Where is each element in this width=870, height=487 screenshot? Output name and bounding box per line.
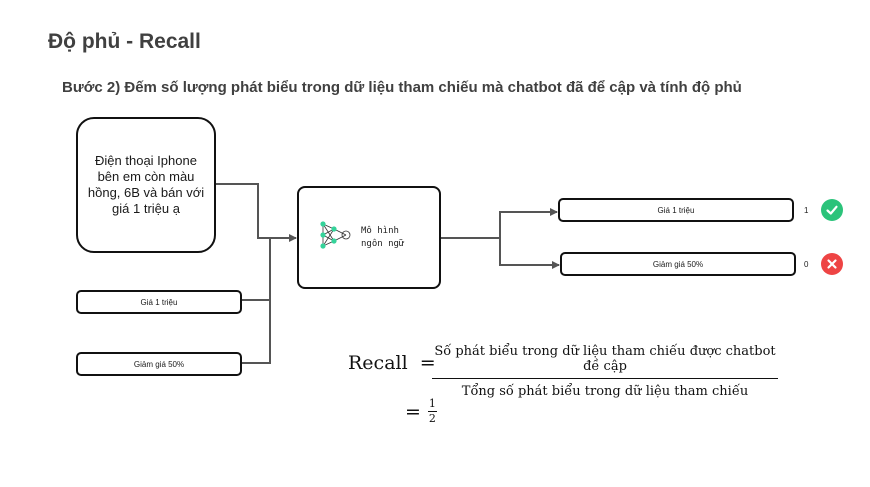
recall-symbol: Recall bbox=[348, 352, 408, 374]
step-description: Bước 2) Đếm số lượng phát biểu trong dữ … bbox=[62, 79, 742, 96]
result-fraction-bar bbox=[427, 411, 437, 412]
model-label: Mô hình ngôn ngữ bbox=[361, 225, 404, 251]
neural-network-icon bbox=[319, 220, 353, 255]
connector-chatbot-to-model bbox=[216, 183, 297, 242]
equals-sign: = bbox=[419, 352, 436, 374]
connector-model-to-res1 bbox=[441, 208, 558, 239]
cross-icon bbox=[821, 253, 843, 275]
connector-ref1-to-model bbox=[242, 238, 271, 301]
reference-statement-1: Giá 1 triệu bbox=[76, 290, 242, 314]
result-statement-2: Giảm giá 50% bbox=[560, 252, 796, 276]
chatbot-answer-box: Điện thoại Iphone bên em còn màu hồng, 6… bbox=[76, 117, 216, 253]
model-label-line2: ngôn ngữ bbox=[361, 238, 405, 249]
connector-model-to-res2 bbox=[499, 238, 560, 269]
fraction-denominator: Tổng số phát biểu trong dữ liệu tham chi… bbox=[461, 384, 749, 399]
chatbot-answer-text: Điện thoại Iphone bên em còn màu hồng, 6… bbox=[87, 153, 205, 216]
fraction-numerator: Số phát biểu trong dữ liệu tham chiếu đư… bbox=[434, 344, 776, 374]
result-fraction: 1 2 bbox=[427, 397, 437, 425]
result-statement-1: Giá 1 triệu bbox=[558, 198, 794, 222]
language-model-box: Mô hình ngôn ngữ bbox=[297, 186, 441, 289]
result-statement-2-text: Giảm giá 50% bbox=[652, 259, 704, 269]
result-statement-1-text: Giá 1 triệu bbox=[657, 205, 695, 215]
result-denominator: 2 bbox=[428, 412, 436, 425]
model-label-line1: Mô hình bbox=[361, 225, 399, 236]
connector-ref2-to-model bbox=[242, 300, 271, 364]
check-icon bbox=[821, 199, 843, 221]
fraction-bar bbox=[432, 378, 778, 379]
recall-fraction: Số phát biểu trong dữ liệu tham chiếu đư… bbox=[432, 344, 778, 399]
reference-statement-1-text: Giá 1 triệu bbox=[140, 297, 178, 307]
page-title: Độ phủ - Recall bbox=[48, 30, 201, 53]
result-equals-sign: = bbox=[405, 400, 421, 423]
recall-result: = 1 2 bbox=[405, 398, 437, 425]
recall-formula-lhs: Recall = bbox=[348, 352, 436, 374]
result-score-2: 0 bbox=[804, 260, 809, 269]
result-score-1: 1 bbox=[804, 206, 809, 215]
reference-statement-2: Giảm giá 50% bbox=[76, 352, 242, 376]
reference-statement-2-text: Giảm giá 50% bbox=[133, 359, 185, 369]
result-numerator: 1 bbox=[428, 397, 436, 410]
